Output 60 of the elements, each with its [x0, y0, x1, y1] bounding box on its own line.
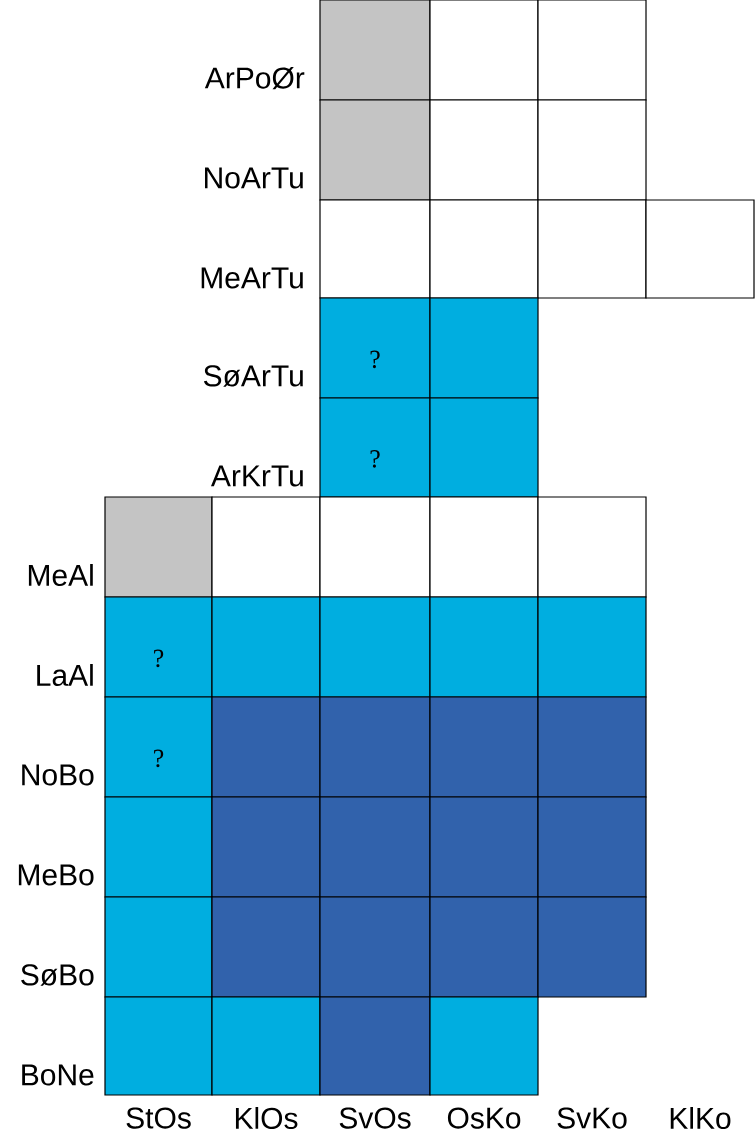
table-cell	[319, 696, 431, 798]
table-cell	[319, 496, 431, 598]
table-cell	[429, 696, 539, 798]
column-label: SvOs	[339, 1107, 411, 1129]
row-label: NoBo	[22, 764, 94, 786]
table-cell	[429, 199, 539, 299]
column-label: OsKo	[447, 1107, 521, 1129]
table-cell: ?	[104, 596, 213, 698]
table-cell	[211, 696, 321, 798]
table-cell	[429, 596, 539, 698]
row-label: LaAl	[37, 664, 93, 687]
table-cell	[537, 0, 647, 101]
table-cell	[104, 996, 213, 1096]
table-cell	[319, 0, 431, 101]
row-label: ArKrTu	[210, 465, 303, 487]
table-cell	[429, 896, 539, 998]
row-label: NoArTu	[205, 167, 303, 189]
table-cell	[319, 596, 431, 698]
table-cell	[537, 99, 647, 201]
table-cell	[211, 496, 321, 598]
column-label: StOs	[126, 1107, 191, 1129]
row-label: MeArTu	[201, 267, 303, 289]
table-cell	[645, 199, 755, 299]
table-cell	[537, 596, 647, 698]
row-label: SøBo	[21, 964, 94, 986]
table-cell	[429, 0, 539, 101]
table-cell	[104, 796, 213, 898]
row-label: SøArTu	[203, 365, 303, 387]
column-label: SvKo	[557, 1107, 627, 1129]
table-cell	[319, 796, 431, 898]
table-cell	[537, 696, 647, 798]
table-cell	[429, 397, 539, 498]
table-cell	[537, 896, 647, 998]
table-cell: ?	[319, 297, 431, 399]
table-cell	[211, 896, 321, 998]
row-label: MeAl	[28, 564, 93, 587]
table-cell	[319, 996, 431, 1096]
table-cell	[211, 796, 321, 898]
table-cell	[429, 297, 539, 399]
row-label: MeBo	[18, 864, 94, 886]
table-cell	[211, 596, 321, 698]
table-cell: ?	[104, 696, 213, 798]
table-cell	[429, 796, 539, 898]
table-cell	[537, 199, 647, 299]
row-label: BoNe	[22, 1064, 94, 1086]
row-label: ArPoØr	[204, 66, 305, 90]
table-cell	[211, 996, 321, 1096]
column-label: KlKo	[670, 1107, 731, 1130]
table-cell	[104, 896, 213, 998]
table-cell	[104, 496, 213, 598]
table-cell	[319, 99, 431, 201]
table-cell: ?	[319, 397, 431, 498]
table-cell	[429, 99, 539, 201]
table-cell	[319, 199, 431, 299]
table-cell	[537, 496, 647, 598]
table-cell	[429, 996, 539, 1096]
table-cell	[537, 796, 647, 898]
table-cell	[319, 896, 431, 998]
column-label: KlOs	[235, 1107, 298, 1130]
table-cell	[429, 496, 539, 598]
